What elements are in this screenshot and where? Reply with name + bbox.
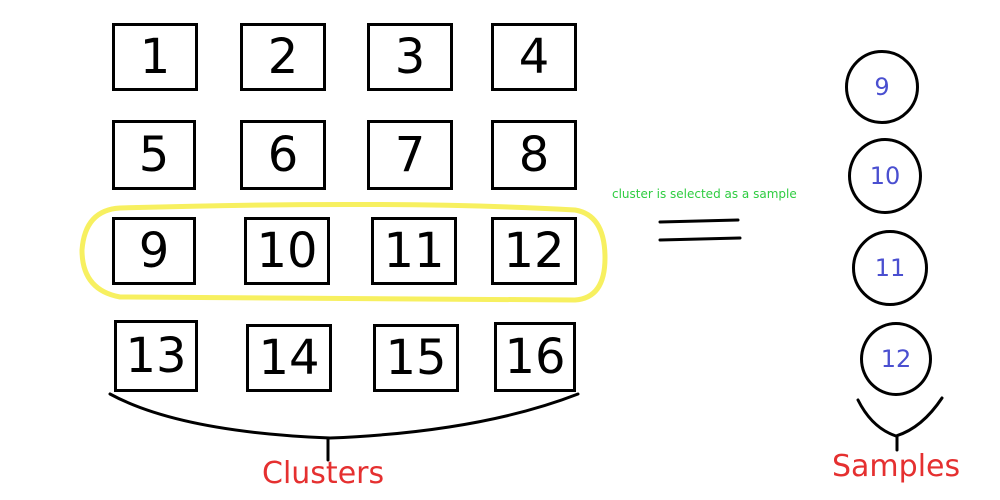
cluster-box-5: 5	[112, 120, 196, 190]
cluster-box-9: 9	[112, 217, 196, 285]
cluster-box-8: 8	[491, 120, 577, 190]
cluster-box-15: 15	[373, 324, 459, 392]
cluster-box-11: 11	[371, 217, 457, 285]
cluster-box-13: 13	[114, 320, 198, 392]
samples-label: Samples	[832, 449, 961, 484]
clusters-label: Clusters	[262, 456, 385, 491]
samples-bracket	[856, 396, 944, 452]
sample-circle-9: 9	[845, 50, 919, 124]
equals-sign	[658, 218, 742, 242]
cluster-box-4: 4	[491, 23, 577, 91]
cluster-box-6: 6	[240, 120, 326, 190]
cluster-box-12: 12	[491, 217, 577, 285]
clusters-brace	[108, 392, 580, 462]
cluster-box-16: 16	[494, 322, 576, 392]
cluster-box-1: 1	[112, 23, 198, 91]
cluster-box-2: 2	[240, 23, 326, 91]
selection-annotation: cluster is selected as a sample	[612, 187, 797, 201]
cluster-box-3: 3	[367, 23, 453, 91]
cluster-box-7: 7	[367, 120, 453, 190]
cluster-box-14: 14	[246, 324, 332, 392]
sample-circle-12: 12	[860, 322, 932, 396]
sample-circle-11: 11	[852, 230, 928, 306]
sample-circle-10: 10	[848, 138, 922, 214]
cluster-box-10: 10	[244, 217, 330, 285]
